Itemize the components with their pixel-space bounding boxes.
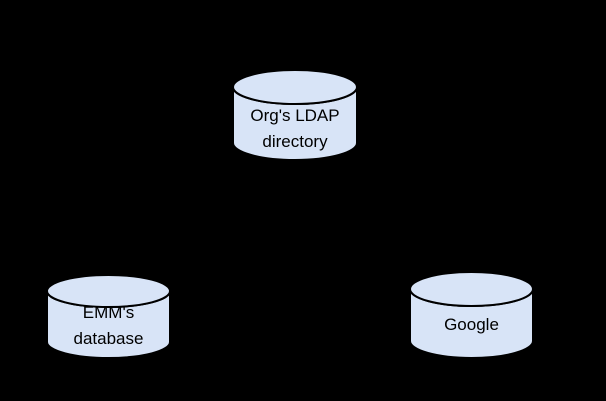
node-label-line: EMM's	[82, 303, 135, 322]
database-cylinder-icon	[46, 274, 171, 359]
node-org-ldap-directory: Org's LDAP directory	[232, 69, 358, 161]
node-label-line: directory	[262, 132, 328, 151]
node-label-line: Google	[444, 315, 499, 334]
database-cylinder-icon	[409, 271, 534, 359]
node-label: Google	[410, 312, 533, 338]
node-label-line: Org's LDAP	[250, 106, 340, 125]
node-label: EMM's database	[47, 300, 170, 352]
node-label-line: database	[73, 329, 144, 348]
node-emm-database: EMM's database	[46, 274, 171, 359]
database-cylinder-icon	[232, 69, 358, 161]
node-label: Org's LDAP directory	[233, 103, 357, 155]
node-google: Google	[409, 271, 534, 359]
